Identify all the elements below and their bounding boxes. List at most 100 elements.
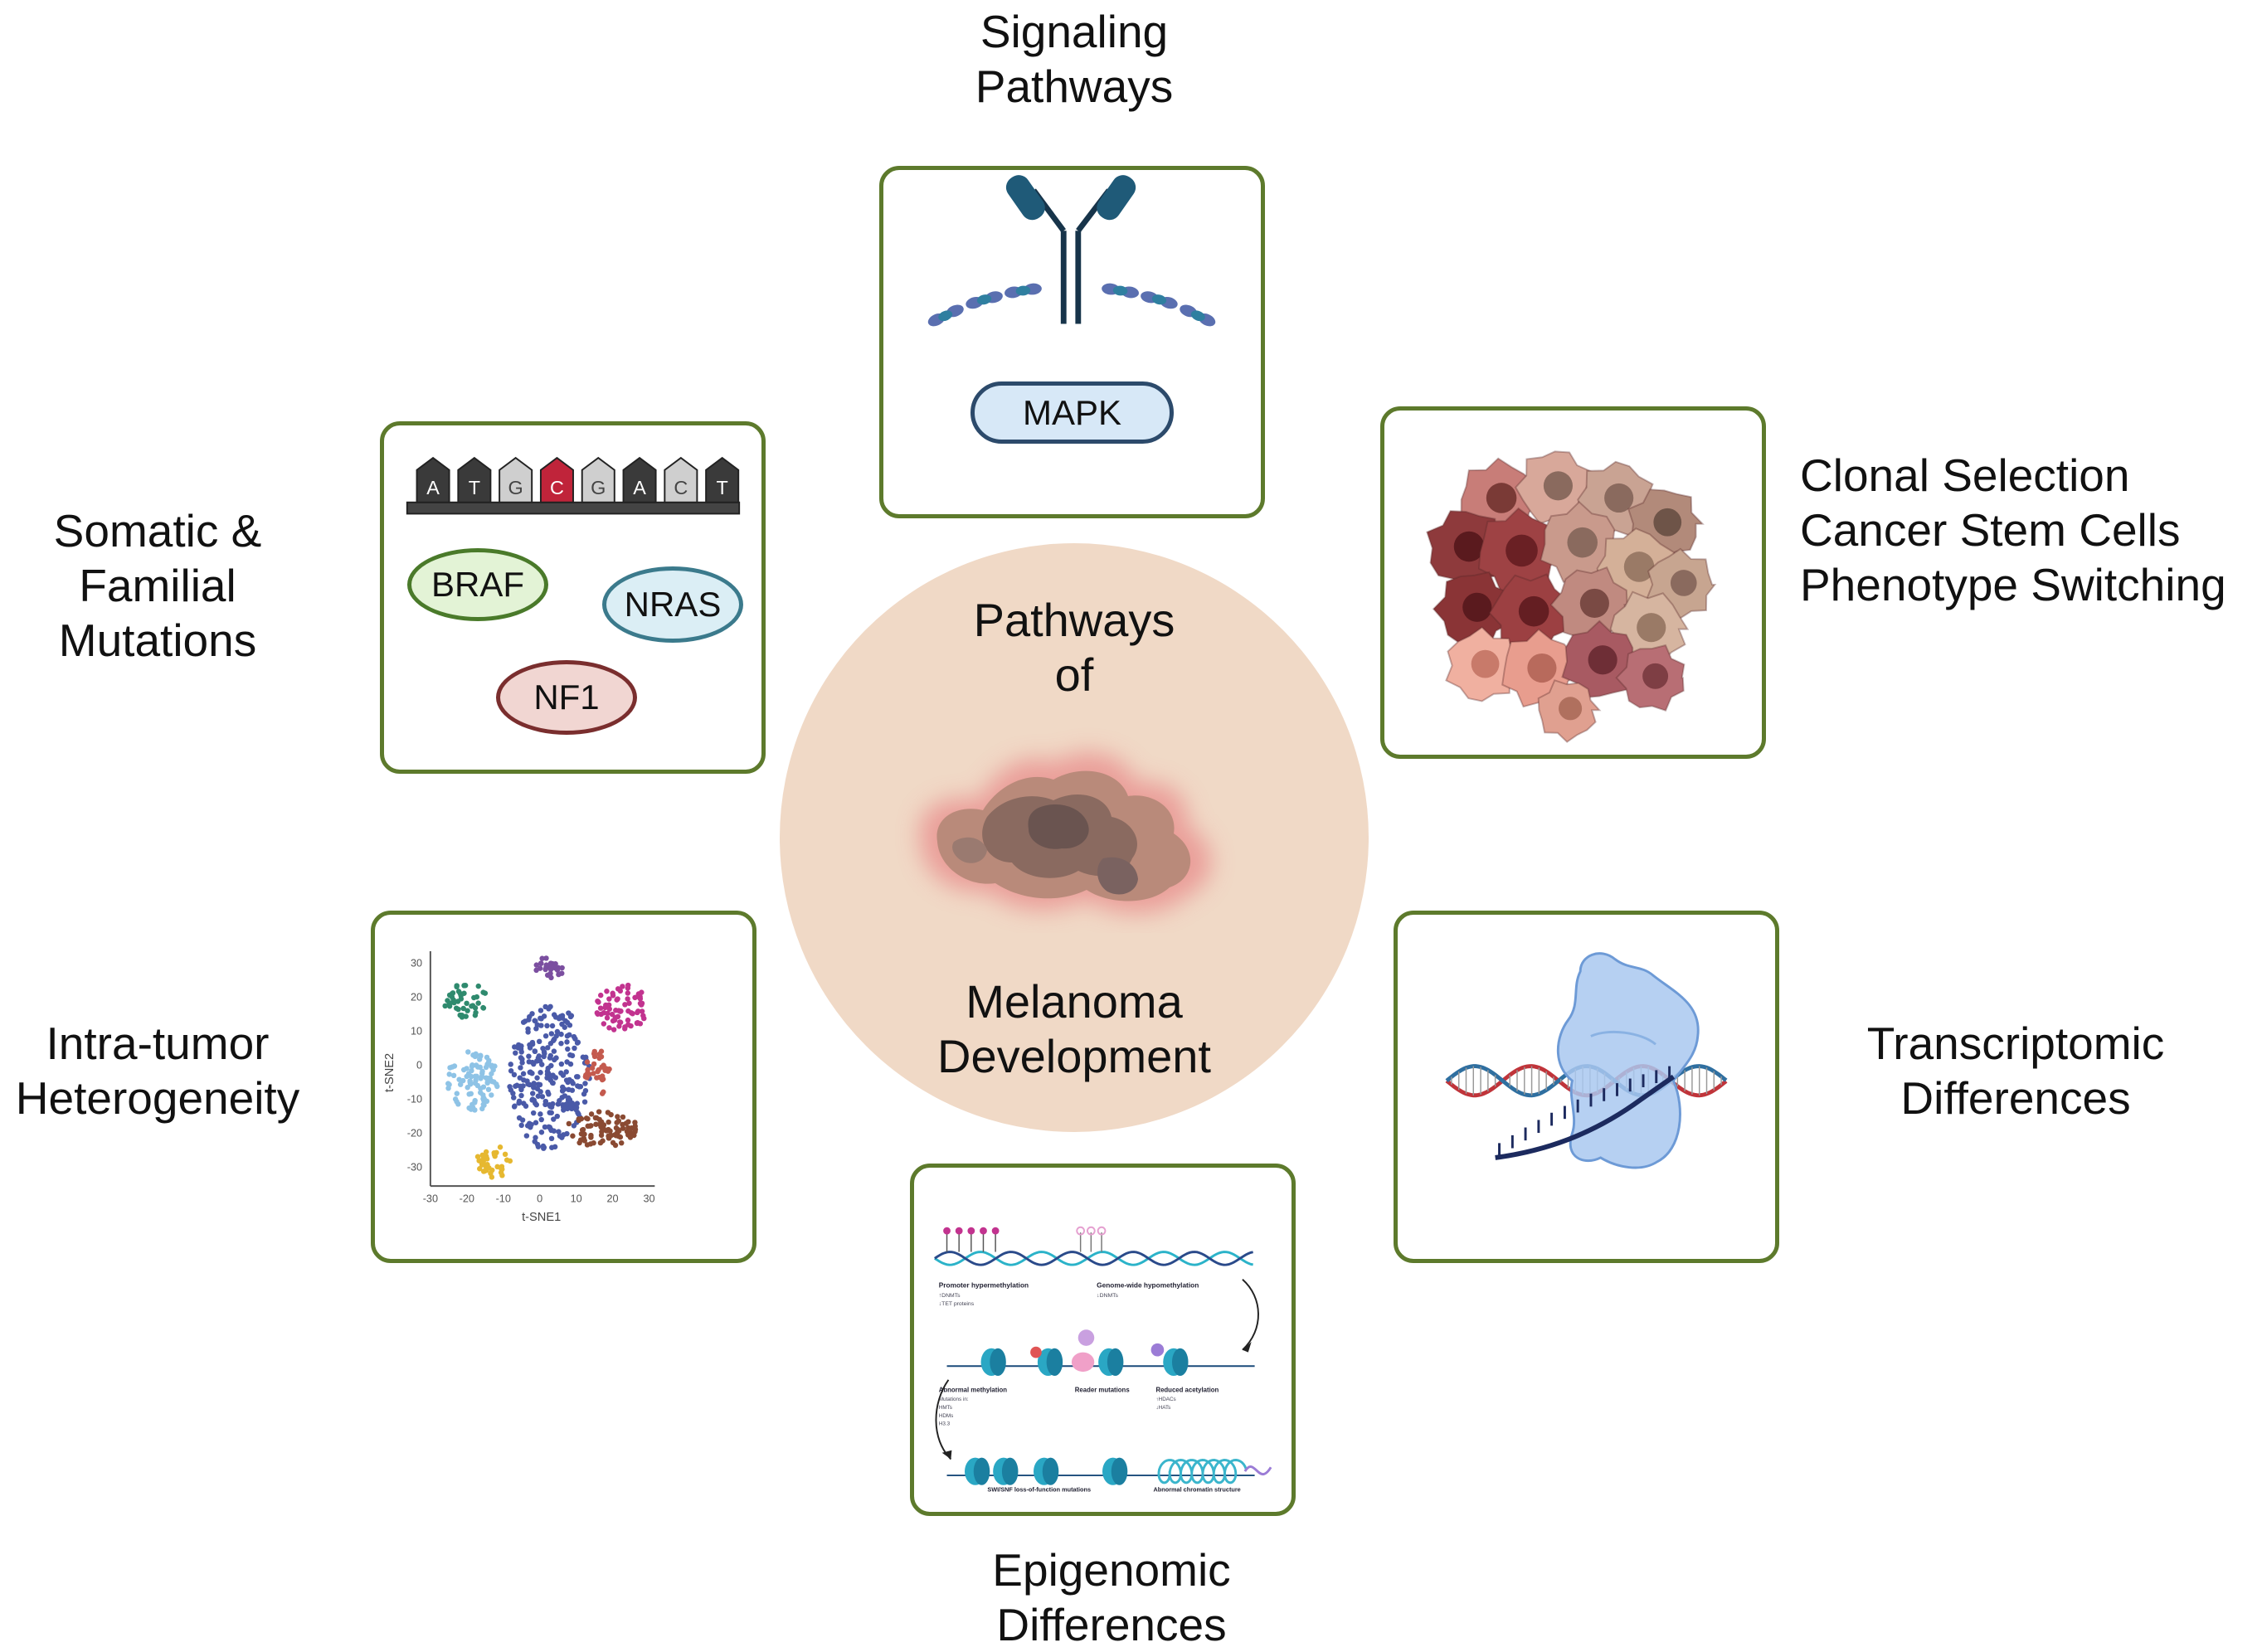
epi-label: HMTs	[939, 1405, 952, 1411]
tsne-point	[547, 960, 554, 966]
tsne-point	[451, 1063, 458, 1069]
cell-nucleus	[1642, 663, 1669, 689]
tsne-point	[591, 1061, 597, 1067]
cell-nucleus	[1567, 527, 1598, 558]
tsne-point	[484, 1167, 489, 1173]
nucleotide-letter: C	[674, 477, 688, 498]
tsne-point	[499, 1166, 504, 1172]
epi-label: ↑HDACs	[1155, 1397, 1175, 1402]
nucleotide-letter: T	[469, 477, 480, 498]
tsne-point	[585, 1115, 591, 1122]
tsne-point	[548, 1031, 555, 1037]
label-line: Differences	[1900, 1072, 2131, 1124]
label-line: Transcriptomic	[1866, 1018, 2165, 1069]
label-mutations: Somatic & Familial Mutations	[17, 503, 299, 668]
tsne-point	[598, 1048, 605, 1054]
tsne-point	[464, 1000, 469, 1007]
label-heterogeneity: Intra-tumor Heterogeneity	[0, 1016, 315, 1125]
tsne-point	[554, 1113, 561, 1120]
tsne-point	[586, 1123, 593, 1129]
tsne-point	[604, 1015, 610, 1021]
tsne-xlabel: t-SNE1	[522, 1211, 561, 1224]
tsne-point	[529, 1070, 535, 1076]
tsne-point	[530, 1110, 537, 1116]
label-line: Somatic &	[53, 505, 262, 556]
tsne-point	[591, 1139, 596, 1146]
tsne-point	[620, 984, 625, 989]
epigenomic-panel: Promoter hypermethylation ↑DNMTs ↓TET pr…	[910, 1164, 1296, 1516]
tsne-point	[469, 1003, 474, 1009]
center-title-line: Development	[937, 1030, 1211, 1082]
label-clonal: Clonal Selection Cancer Stem Cells Pheno…	[1800, 448, 2256, 612]
tsne-point	[529, 1096, 536, 1102]
tsne-point	[533, 1120, 539, 1125]
tsne-point	[596, 1067, 601, 1073]
methyl-mark	[991, 1227, 1000, 1235]
cell-nucleus	[1637, 613, 1666, 643]
tsne-point	[625, 996, 630, 1002]
tsne-point	[533, 962, 540, 968]
tsne-point	[566, 1086, 572, 1093]
tsne-point	[532, 1048, 538, 1054]
tsne-point	[480, 1159, 486, 1165]
tsne-point	[516, 1115, 523, 1121]
epi-label: Reduced acetylation	[1155, 1386, 1219, 1393]
tsne-xtick: 10	[571, 1193, 582, 1205]
tsne-point	[565, 1097, 572, 1103]
tsne-point	[465, 1008, 470, 1013]
tsne-point	[457, 1081, 464, 1087]
methyl-mark	[1076, 1226, 1086, 1236]
cell-nucleus	[1506, 534, 1538, 567]
tsne-point	[488, 1170, 494, 1177]
tsne-point	[584, 1059, 591, 1065]
tsne-point	[606, 1006, 612, 1012]
tsne-point	[544, 1071, 551, 1077]
tsne-point	[620, 1114, 626, 1120]
tsne-point	[606, 1066, 612, 1072]
tsne-point	[460, 1067, 467, 1073]
tsne-point	[615, 1008, 622, 1013]
tsne-point	[519, 1060, 525, 1066]
tsne-point	[606, 1133, 611, 1139]
mapk-pill: MAPK	[970, 381, 1174, 444]
tsne-point	[601, 1010, 607, 1016]
tsne-point	[529, 1091, 536, 1096]
tsne-point	[595, 998, 601, 1004]
tsne-point	[533, 1135, 538, 1140]
tsne-ytick: -20	[407, 1128, 422, 1139]
cell-nucleus	[1604, 483, 1634, 513]
tsne-point	[474, 994, 480, 1000]
tsne-point	[521, 1077, 527, 1083]
tsne-point	[574, 1101, 581, 1106]
tsne-point	[625, 1119, 631, 1125]
tsne-point	[475, 983, 481, 989]
tsne-point	[460, 1005, 466, 1012]
epi-label: Genome-wide hypomethylation	[1097, 1281, 1199, 1290]
epi-label: HDMs	[939, 1413, 954, 1419]
tsne-point	[466, 1105, 472, 1111]
tsne-point	[473, 1051, 479, 1057]
tsne-point	[542, 1051, 547, 1057]
tsne-point	[591, 1071, 596, 1076]
tsne-point	[542, 966, 548, 973]
receptor-icon	[927, 175, 1216, 327]
tsne-point	[552, 1057, 557, 1063]
tsne-point	[445, 1085, 451, 1091]
tsne-point	[542, 1124, 548, 1130]
tsne-point	[477, 1165, 483, 1172]
tsne-point	[589, 1065, 596, 1071]
tsne-point	[531, 1061, 537, 1067]
tsne-point	[518, 1065, 523, 1071]
tsne-point	[480, 989, 486, 995]
tsne-point	[581, 1135, 587, 1141]
tsne-point	[507, 1084, 513, 1090]
tsne-point	[538, 1008, 544, 1013]
tsne-point	[514, 1082, 520, 1088]
tsne-point	[617, 1019, 623, 1025]
transcriptomic-panel	[1394, 911, 1779, 1263]
tsne-point	[464, 1073, 469, 1080]
nucleosome-shade	[1107, 1348, 1124, 1376]
cell-nucleus	[1543, 471, 1574, 501]
tsne-point	[615, 1114, 620, 1120]
nucleotide-box	[581, 456, 615, 503]
